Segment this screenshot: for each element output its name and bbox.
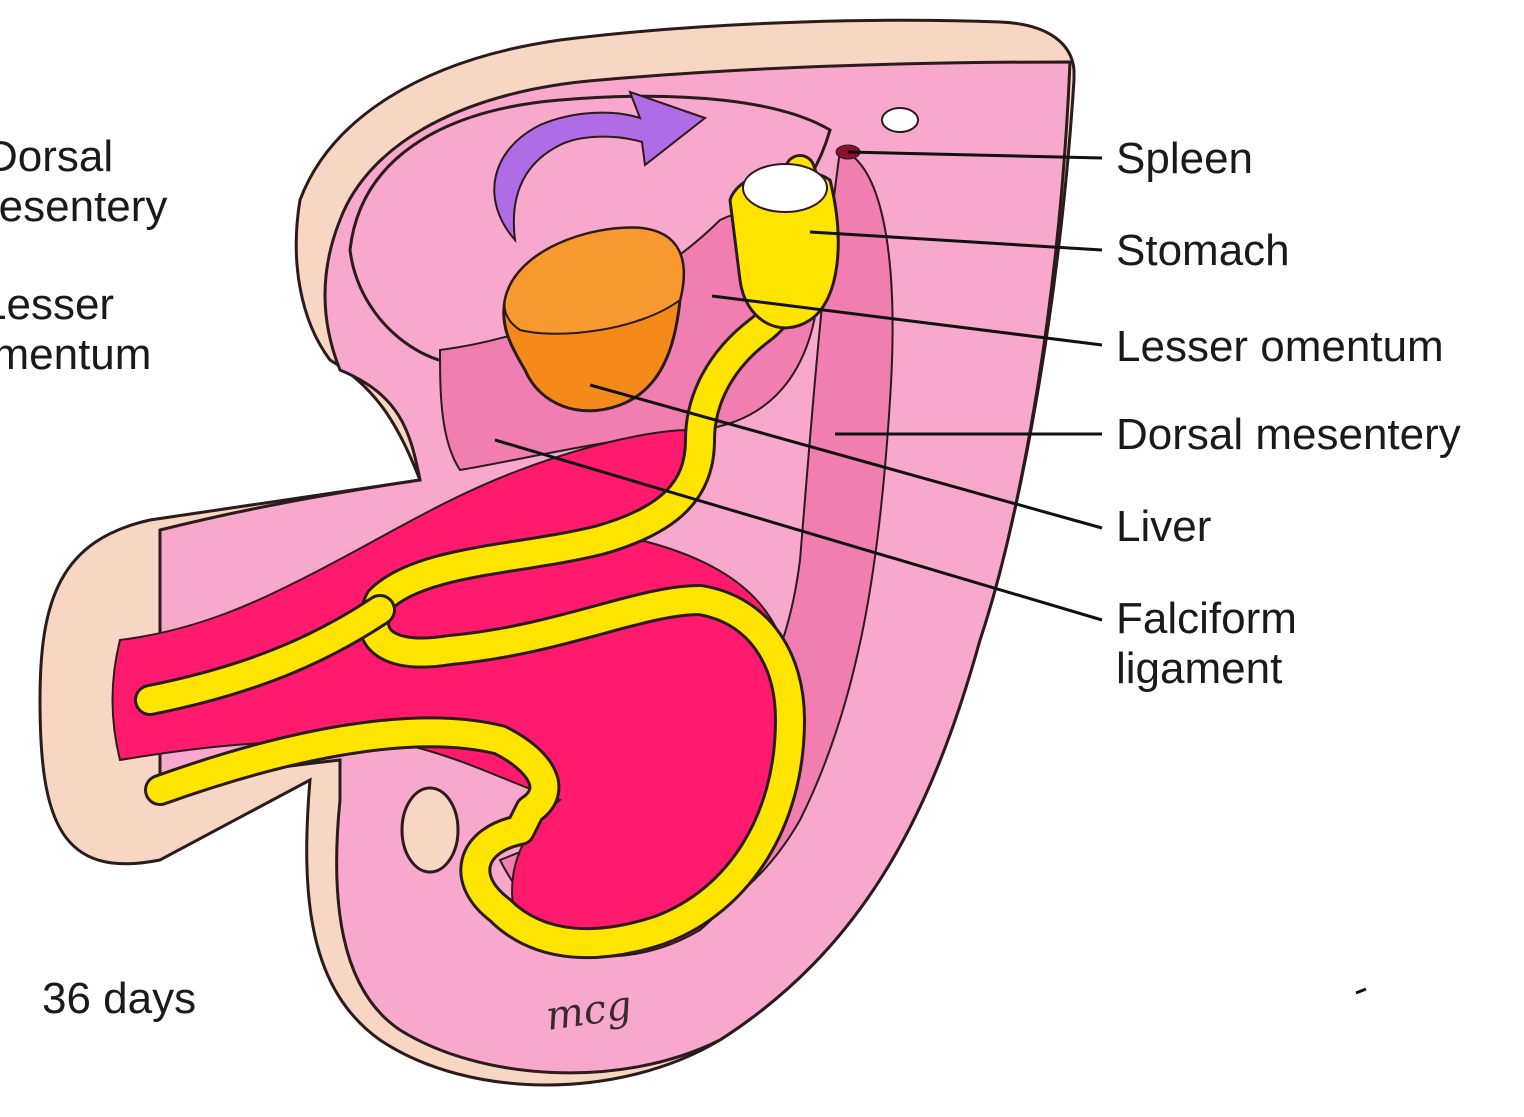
label-dorsal-mesentery-left: Dorsal mesentery [0, 132, 167, 232]
label-stomach: Stomach [1116, 226, 1290, 276]
label-spleen: Spleen [1116, 134, 1253, 184]
label-falciform-ligament: Falciform ligament [1116, 594, 1297, 694]
label-line: mesentery [0, 182, 167, 232]
label-dorsal-mesentery: Dorsal mesentery [1116, 410, 1461, 460]
label-line: Dorsal [0, 132, 167, 182]
cavity-opening [402, 788, 458, 872]
label-lesser-omentum: Lesser omentum [1116, 322, 1444, 372]
stray-mark [1356, 989, 1366, 993]
stage-label: 36 days [42, 974, 196, 1024]
label-liver: Liver [1116, 502, 1211, 552]
label-lesser-omentum-left: Lesser omentum [0, 280, 151, 380]
label-line: omentum [0, 330, 151, 380]
stomach-opening [743, 164, 827, 212]
spleen-opening [882, 108, 918, 132]
label-line: Lesser [0, 280, 151, 330]
label-line: Falciform [1116, 594, 1297, 644]
label-line: ligament [1116, 644, 1297, 694]
